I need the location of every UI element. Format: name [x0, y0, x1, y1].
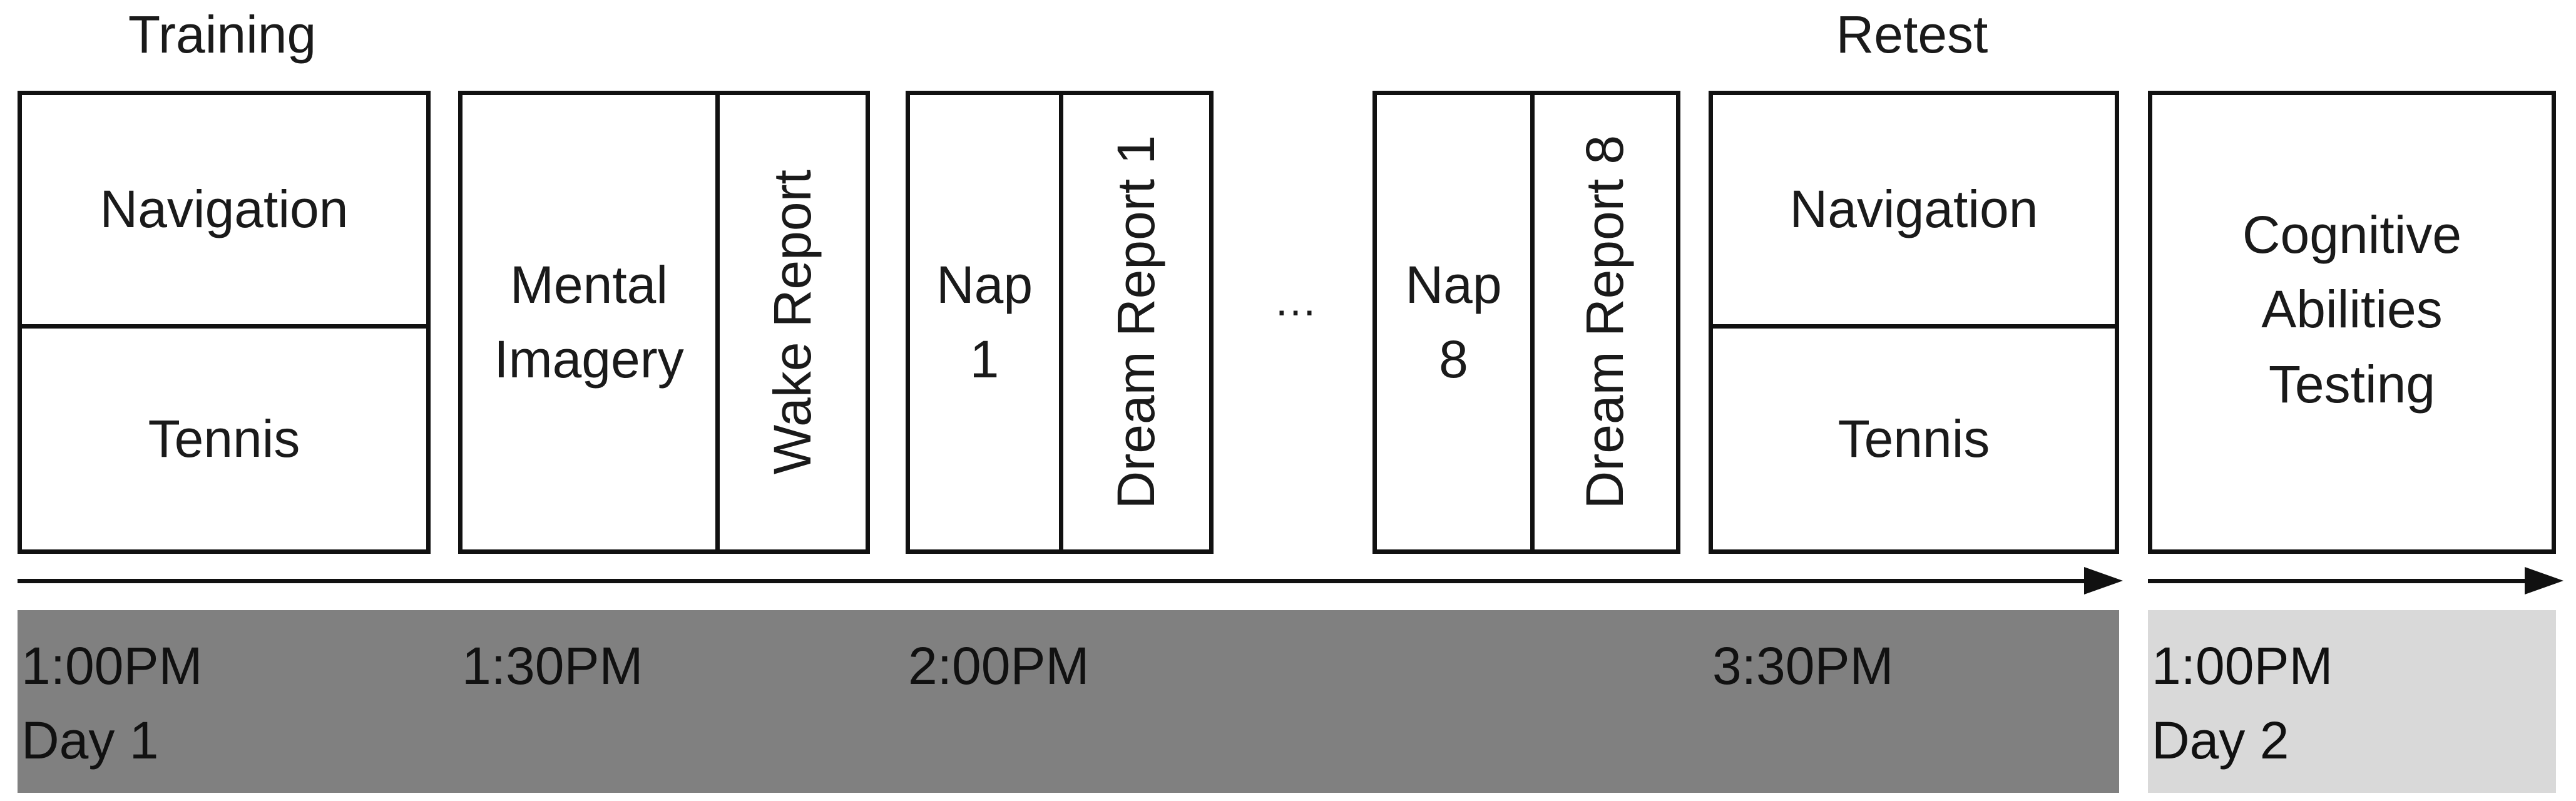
cognitive-testing-cell: Cognitive Abilities Testing: [2242, 205, 2462, 414]
wake-report-cell: Wake Report: [720, 95, 866, 549]
phase-label-training: Training: [128, 5, 317, 64]
day-1-timeline-arrowhead: [2084, 567, 2123, 594]
mental-imagery-box: Mental Imagery Wake Report: [458, 91, 870, 554]
nap-8-box: Nap 8 Dream Report 8: [1372, 91, 1680, 554]
nap-1-cell: Nap 1: [936, 255, 1033, 389]
time-label-day1-1330: 1:30PM: [462, 636, 643, 695]
dream-report-1-cell: Dream Report 1: [1063, 95, 1209, 549]
retest-divider: [1713, 324, 2115, 329]
mental-imagery-cell: Mental Imagery: [494, 255, 684, 389]
nap-8-divider: [1530, 95, 1535, 549]
training-navigation-cell: Navigation: [100, 180, 349, 239]
dream-report-8-cell: Dream Report 8: [1535, 95, 1676, 549]
training-box: Navigation Tennis: [18, 91, 431, 554]
training-divider: [22, 324, 426, 329]
day-2-timeline-arrowhead: [2525, 567, 2563, 594]
time-label-day1-1300: 1:00PM Day 1: [21, 636, 203, 770]
retest-navigation-cell: Navigation: [1789, 180, 2038, 239]
ellipsis: …: [1274, 276, 1317, 325]
retest-tennis-cell: Tennis: [1837, 409, 1990, 468]
mental-imagery-divider: [715, 95, 720, 549]
nap-8-cell: Nap 8: [1405, 255, 1502, 389]
day-1-time-band: [18, 610, 2119, 793]
phase-label-retest: Retest: [1836, 5, 1988, 64]
time-label-day1-1530: 3:30PM: [1712, 636, 1894, 695]
dream-report-1-label: Dream Report 1: [1106, 135, 1165, 509]
time-label-day1-1400: 2:00PM: [908, 636, 1090, 695]
dream-report-8-label: Dream Report 8: [1575, 135, 1635, 509]
day-2-timeline-arrow-line: [2148, 579, 2536, 583]
day-1-timeline-arrow-line: [18, 579, 2095, 583]
retest-box: Navigation Tennis: [1709, 91, 2119, 554]
cognitive-testing-box: Cognitive Abilities Testing: [2148, 91, 2556, 554]
training-tennis-cell: Tennis: [148, 409, 300, 468]
day-2-time-band: [2148, 610, 2556, 793]
nap-1-divider: [1059, 95, 1063, 549]
wake-report-label: Wake Report: [762, 170, 822, 475]
time-label-day2-1300: 1:00PM Day 2: [2152, 636, 2333, 770]
nap-1-box: Nap 1 Dream Report 1: [906, 91, 1214, 554]
